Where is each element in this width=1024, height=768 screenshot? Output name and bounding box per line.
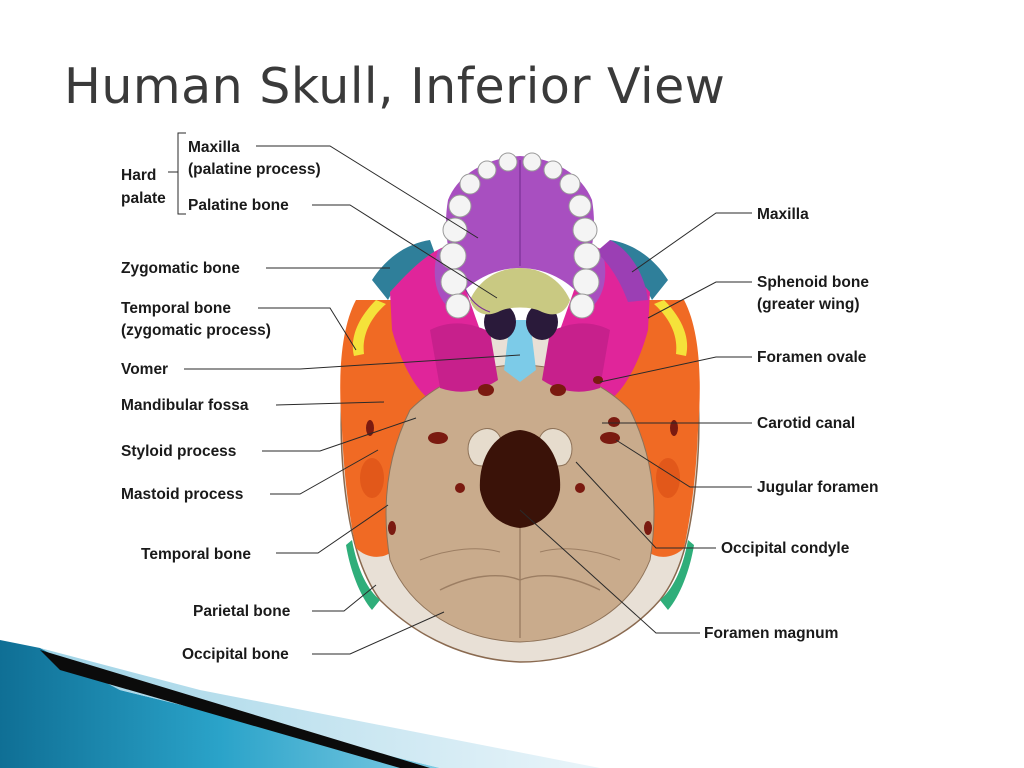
pterygoid-right (542, 323, 610, 392)
pterygoid-left (430, 323, 498, 392)
label-temporal-bone: Temporal bone (141, 546, 251, 563)
zygomatic-process-left (352, 300, 386, 356)
label-foramen-magnum: Foramen magnum (704, 625, 838, 642)
hard-palate-bracket (168, 132, 186, 215)
label-jugular-foramen: Jugular foramen (757, 479, 878, 496)
parietal-bone-shape (346, 540, 380, 610)
zygomatic-bone-left (372, 240, 438, 300)
leader-lines (168, 132, 752, 655)
label-vomer: Vomer (121, 361, 168, 378)
label-maxilla-palatine: Maxilla(palatine process) (188, 139, 321, 178)
skull-illustration (340, 152, 700, 663)
mastoid-left (360, 458, 384, 498)
label-palatine-bone: Palatine bone (188, 197, 289, 214)
vomer-shape (504, 320, 536, 382)
label-occipital-bone: Occipital bone (182, 646, 289, 663)
label-zygomatic-bone: Zygomatic bone (121, 260, 240, 277)
label-sphenoid-greater-wing: Sphenoid bone(greater wing) (757, 274, 869, 313)
foramen-magnum-shape (479, 430, 561, 528)
teeth (439, 152, 601, 319)
foramina (366, 376, 678, 535)
maxilla-side-right (596, 240, 648, 302)
label-maxilla: Maxilla (757, 206, 809, 223)
label-parietal-bone: Parietal bone (193, 603, 291, 620)
parietal-bone-shape-right (660, 540, 694, 610)
label-occipital-condyle: Occipital condyle (721, 540, 850, 557)
palatine-bone-shape (470, 268, 570, 315)
slide-title: Human Skull, Inferior View (64, 58, 726, 115)
label-foramen-ovale: Foramen ovale (757, 349, 867, 366)
mastoid-right (656, 458, 680, 498)
label-temporal-zygomatic: Temporal bone(zygomatic process) (121, 300, 271, 339)
label-mastoid-process: Mastoid process (121, 486, 243, 503)
label-styloid-process: Styloid process (121, 443, 236, 460)
label-mandibular-fossa: Mandibular fossa (121, 397, 249, 414)
label-carotid-canal: Carotid canal (757, 415, 855, 432)
zygomatic-process-right (654, 300, 688, 356)
corner-decoration (0, 640, 600, 768)
